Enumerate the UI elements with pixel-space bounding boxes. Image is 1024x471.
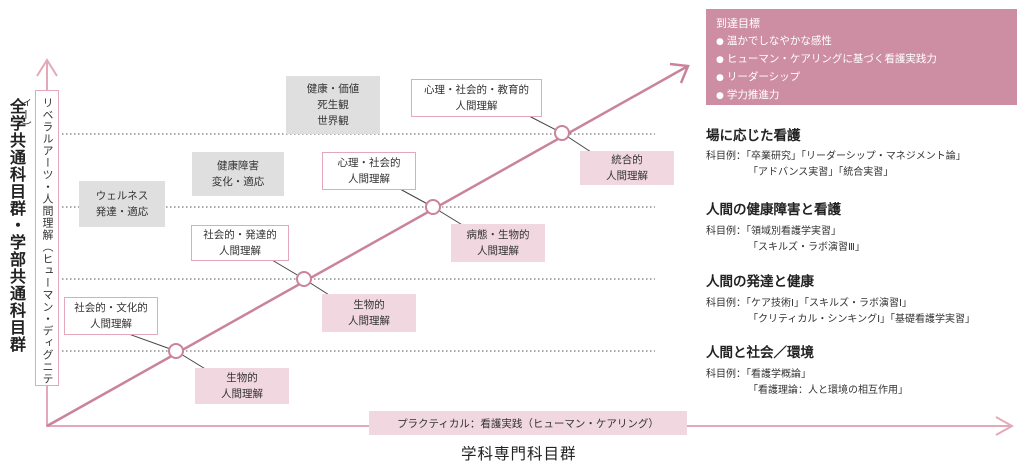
milestone-circle	[554, 125, 570, 141]
goal-item: 学力推進力	[716, 87, 1007, 105]
box-line: 健康障害	[217, 160, 259, 172]
box-line: 人間理解	[90, 318, 132, 330]
box-line: 人間理解	[455, 100, 498, 112]
category-title: 場に応じた看護	[706, 128, 801, 144]
example-label: 科目例：	[706, 369, 746, 380]
category-examples: 科目例：「ケア技術Ⅰ」「スキルズ・ラボ演習Ⅰ」 「クリティカル・シンキングⅠ」「…	[706, 296, 975, 328]
example-line: 「看護学概論」	[746, 369, 811, 380]
box-line: 人間理解	[221, 388, 263, 400]
box-line: 病態・生物的	[466, 229, 530, 241]
example-line: 「クリティカル・シンキングⅠ」「基礎看護学実習」	[748, 314, 976, 325]
box-line: 世界観	[317, 115, 349, 127]
box-line: 社会的・発達的	[203, 229, 277, 241]
box-line: 人間理解	[348, 173, 390, 185]
milestone-circle	[425, 199, 441, 215]
goal-item: 温かでしなやかな感性	[716, 33, 1007, 51]
pink-box-integrative: 統合的 人間理解	[580, 151, 674, 185]
category-title: 人間の発達と健康	[706, 274, 814, 290]
example-line: 「看護理論：人と環境の相互作用」	[748, 385, 908, 396]
gray-box-wellness: ウェルネス 発達・適応	[79, 181, 165, 227]
box-line: 変化・適応	[211, 176, 265, 188]
outline-box-social-cultural: 社会的・文化的 人間理解	[64, 297, 158, 335]
box-line: 人間理解	[477, 245, 519, 257]
category-examples: 科目例：「卒業研究」「リーダーシップ・マネジメント論」 「アドバンス実習」「統合…	[706, 149, 966, 181]
box-line: 心理・社会的	[337, 157, 401, 169]
example-label: 科目例：	[706, 151, 746, 162]
category-title: 人間と社会／環境	[706, 345, 814, 361]
outline-box-psycho-social-educational: 心理・社会的・教育的 人間理解	[411, 79, 542, 117]
example-line: 「卒業研究」「リーダーシップ・マネジメント論」	[746, 151, 966, 162]
example-line: 「ケア技術Ⅰ」「スキルズ・ラボ演習Ⅰ」	[746, 298, 912, 309]
box-line: 生物的	[353, 299, 385, 311]
practical-label: プラクティカル：看護実践（ヒューマン・ケアリング）	[369, 411, 687, 435]
outline-box-psycho-social: 心理・社会的 人間理解	[322, 152, 416, 190]
example-label: 科目例：	[706, 226, 746, 237]
outline-box-social-developmental: 社会的・発達的 人間理解	[191, 225, 289, 261]
box-line: 人間理解	[348, 315, 390, 327]
y-axis-label: 全学共通科目群・学部共通科目群	[7, 98, 26, 353]
milestone-circle	[168, 343, 184, 359]
goal-item: リーダーシップ	[716, 69, 1007, 87]
box-line: 健康・価値	[306, 83, 360, 95]
example-label: 科目例：	[706, 298, 746, 309]
box-line: 統合的	[611, 154, 643, 166]
goals-box: 到達目標 温かでしなやかな感性 ヒューマン・ケアリングに基づく看護実践力 リーダ…	[706, 9, 1017, 105]
box-line: 社会的・文化的	[74, 302, 148, 314]
goal-item: ヒューマン・ケアリングに基づく看護実践力	[716, 51, 1007, 69]
box-line: 死生観	[317, 99, 349, 111]
box-line: ウェルネス	[95, 190, 149, 202]
pink-box-pathological: 病態・生物的 人間理解	[451, 224, 545, 262]
box-line: 生物的	[226, 372, 258, 384]
growth-arrowhead	[669, 62, 690, 84]
category-title: 人間の健康障害と看護	[706, 202, 841, 218]
liberal-arts-label: リベラルアーツ・人間理解（ヒューマン・ディグニティー）	[19, 90, 59, 386]
x-axis-arrowhead	[995, 416, 1015, 436]
example-line: 「スキルズ・ラボ演習Ⅲ」	[748, 242, 865, 253]
goals-list: 温かでしなやかな感性 ヒューマン・ケアリングに基づく看護実践力 リーダーシップ …	[716, 33, 1007, 105]
connector	[125, 332, 177, 352]
box-line: 人間理解	[606, 170, 648, 182]
gray-box-health-disorder: 健康障害 変化・適応	[192, 152, 284, 196]
pink-box-biological-2: 生物的 人間理解	[322, 294, 416, 332]
y-axis-arrowhead	[36, 58, 58, 77]
box-line: 心理・社会的・教育的	[424, 84, 529, 96]
category-examples: 科目例：「看護学概論」 「看護理論：人と環境の相互作用」	[706, 367, 908, 399]
example-line: 「領域別看護学実習」	[746, 226, 841, 237]
x-axis-label: 学科専門科目群	[461, 445, 577, 463]
box-line: 人間理解	[219, 245, 261, 257]
goals-title: 到達目標	[716, 17, 760, 30]
milestone-circle	[296, 271, 312, 287]
growth-arrow	[46, 64, 689, 428]
example-line: 「アドバンス実習」「統合実習」	[748, 167, 894, 178]
category-examples: 科目例：「領域別看護学実習」 「スキルズ・ラボ演習Ⅲ」	[706, 224, 865, 256]
gray-box-health-value: 健康・価値 死生観 世界観	[286, 76, 380, 134]
box-line: 発達・適応	[95, 206, 149, 218]
pink-box-biological-1: 生物的 人間理解	[195, 368, 289, 404]
